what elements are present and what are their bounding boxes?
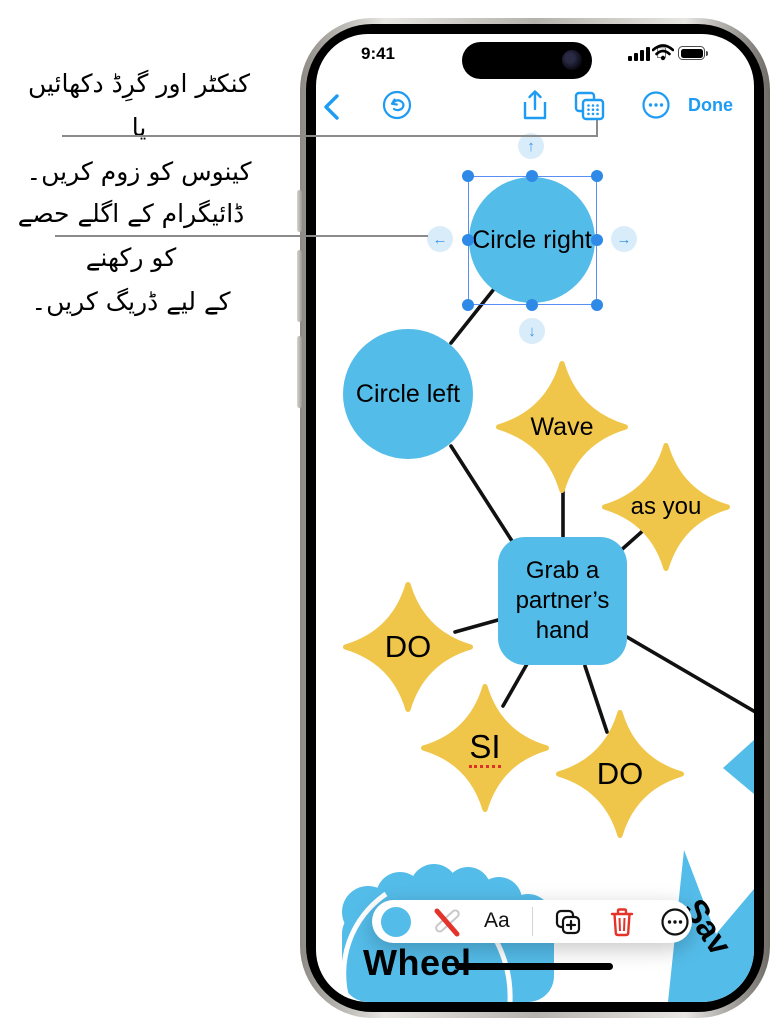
wifi-icon: ︎ [656, 45, 667, 62]
shape-edit-toolbar: Aa [372, 900, 692, 943]
add-shape-down-arrow-button[interactable]: ↓ [519, 318, 545, 344]
add-shape-right-arrow-button[interactable]: → [611, 226, 637, 252]
no-outline-pencil-icon[interactable] [430, 906, 464, 938]
selection-box [468, 176, 597, 305]
undo-icon[interactable] [382, 90, 412, 120]
volume-up-button [297, 250, 302, 322]
selection-handle-bottom-right[interactable] [591, 299, 603, 311]
shape-star-si[interactable]: SI [421, 684, 549, 812]
misspelled-text: SI [469, 728, 501, 769]
partial-star-shape[interactable] [668, 740, 754, 1002]
shape-circle-left[interactable]: Circle left [343, 329, 473, 459]
more-options-icon[interactable] [661, 908, 689, 936]
add-shape-up-arrow-button[interactable]: ↑ [518, 133, 544, 159]
callout-show-grid-line2: کینوس کو زوم کریں۔ [26, 156, 252, 186]
action-button [297, 190, 302, 232]
callout-show-grid-line1: کنکٹر اور گرِڈ دکھائیں یا [27, 69, 251, 142]
shape-circle-right[interactable]: Circle right [469, 177, 595, 303]
back-chevron-icon[interactable] [322, 94, 340, 120]
front-camera [562, 50, 582, 70]
volume-down-button [297, 336, 302, 408]
fill-color-swatch[interactable] [381, 906, 411, 937]
callout-drag-shape-line2: کے لیے ڈریگ کریں۔ [31, 286, 231, 316]
more-icon[interactable] [642, 91, 670, 119]
shape-star-wave[interactable]: Wave [496, 361, 628, 493]
callout-line-drag [55, 235, 428, 237]
dynamic-island [462, 42, 592, 79]
callout-show-grid: کنکٹر اور گرِڈ دکھائیں یا کینوس کو زوم ک… [18, 62, 260, 193]
selection-handle-right[interactable] [591, 234, 603, 246]
callout-drag-shape-line1: ڈائیگرام کے اگلے حصے کو رکھنے [17, 199, 245, 272]
done-button[interactable]: Done [688, 95, 733, 115]
text-style-button[interactable]: Aa [484, 909, 510, 932]
shape-star-as-you[interactable]: as you [602, 443, 730, 571]
duplicate-icon[interactable] [554, 908, 582, 936]
diagram-connectors [449, 287, 754, 1002]
share-icon[interactable] [521, 89, 549, 121]
cellular-signal-icon [628, 47, 650, 61]
star-label: SI [421, 684, 549, 812]
battery-icon [678, 46, 708, 60]
wheel-shape-label: Wheel [363, 942, 472, 983]
callout-line-grid-stub [596, 120, 598, 137]
delete-icon[interactable] [609, 907, 635, 937]
star-label: DO [596, 756, 644, 792]
status-time: 9:41 [360, 44, 396, 63]
add-shape-left-arrow-button[interactable]: ← [427, 226, 453, 252]
selection-handle-left[interactable] [462, 234, 474, 246]
selection-handle-bottom[interactable] [526, 299, 538, 311]
shape-square-grab[interactable]: Grab a partner’s hand [498, 537, 627, 665]
selection-handle-top[interactable] [526, 170, 538, 182]
shape-star-do-left[interactable]: DO [343, 582, 473, 712]
shape-star-do-bottom[interactable]: DO [556, 710, 684, 838]
callout-drag-shape: ڈائیگرام کے اگلے حصے کو رکھنے کے لیے ڈری… [8, 192, 254, 323]
phone-screen: 9:41 ︎ [316, 34, 754, 1002]
wifi-icon [652, 44, 674, 61]
selection-handle-top-right[interactable] [591, 170, 603, 182]
star-label: DO [384, 629, 432, 665]
toolbar-separator [532, 907, 533, 936]
selection-handle-top-left[interactable] [462, 170, 474, 182]
selection-handle-bottom-left[interactable] [462, 299, 474, 311]
home-indicator[interactable] [455, 963, 613, 970]
star-label: as you [630, 493, 702, 521]
grid-connector-icon[interactable] [574, 91, 606, 121]
iphone-frame: 9:41 ︎ [297, 18, 770, 1018]
callout-line-grid [62, 135, 598, 137]
star-label: Wave [530, 412, 594, 441]
